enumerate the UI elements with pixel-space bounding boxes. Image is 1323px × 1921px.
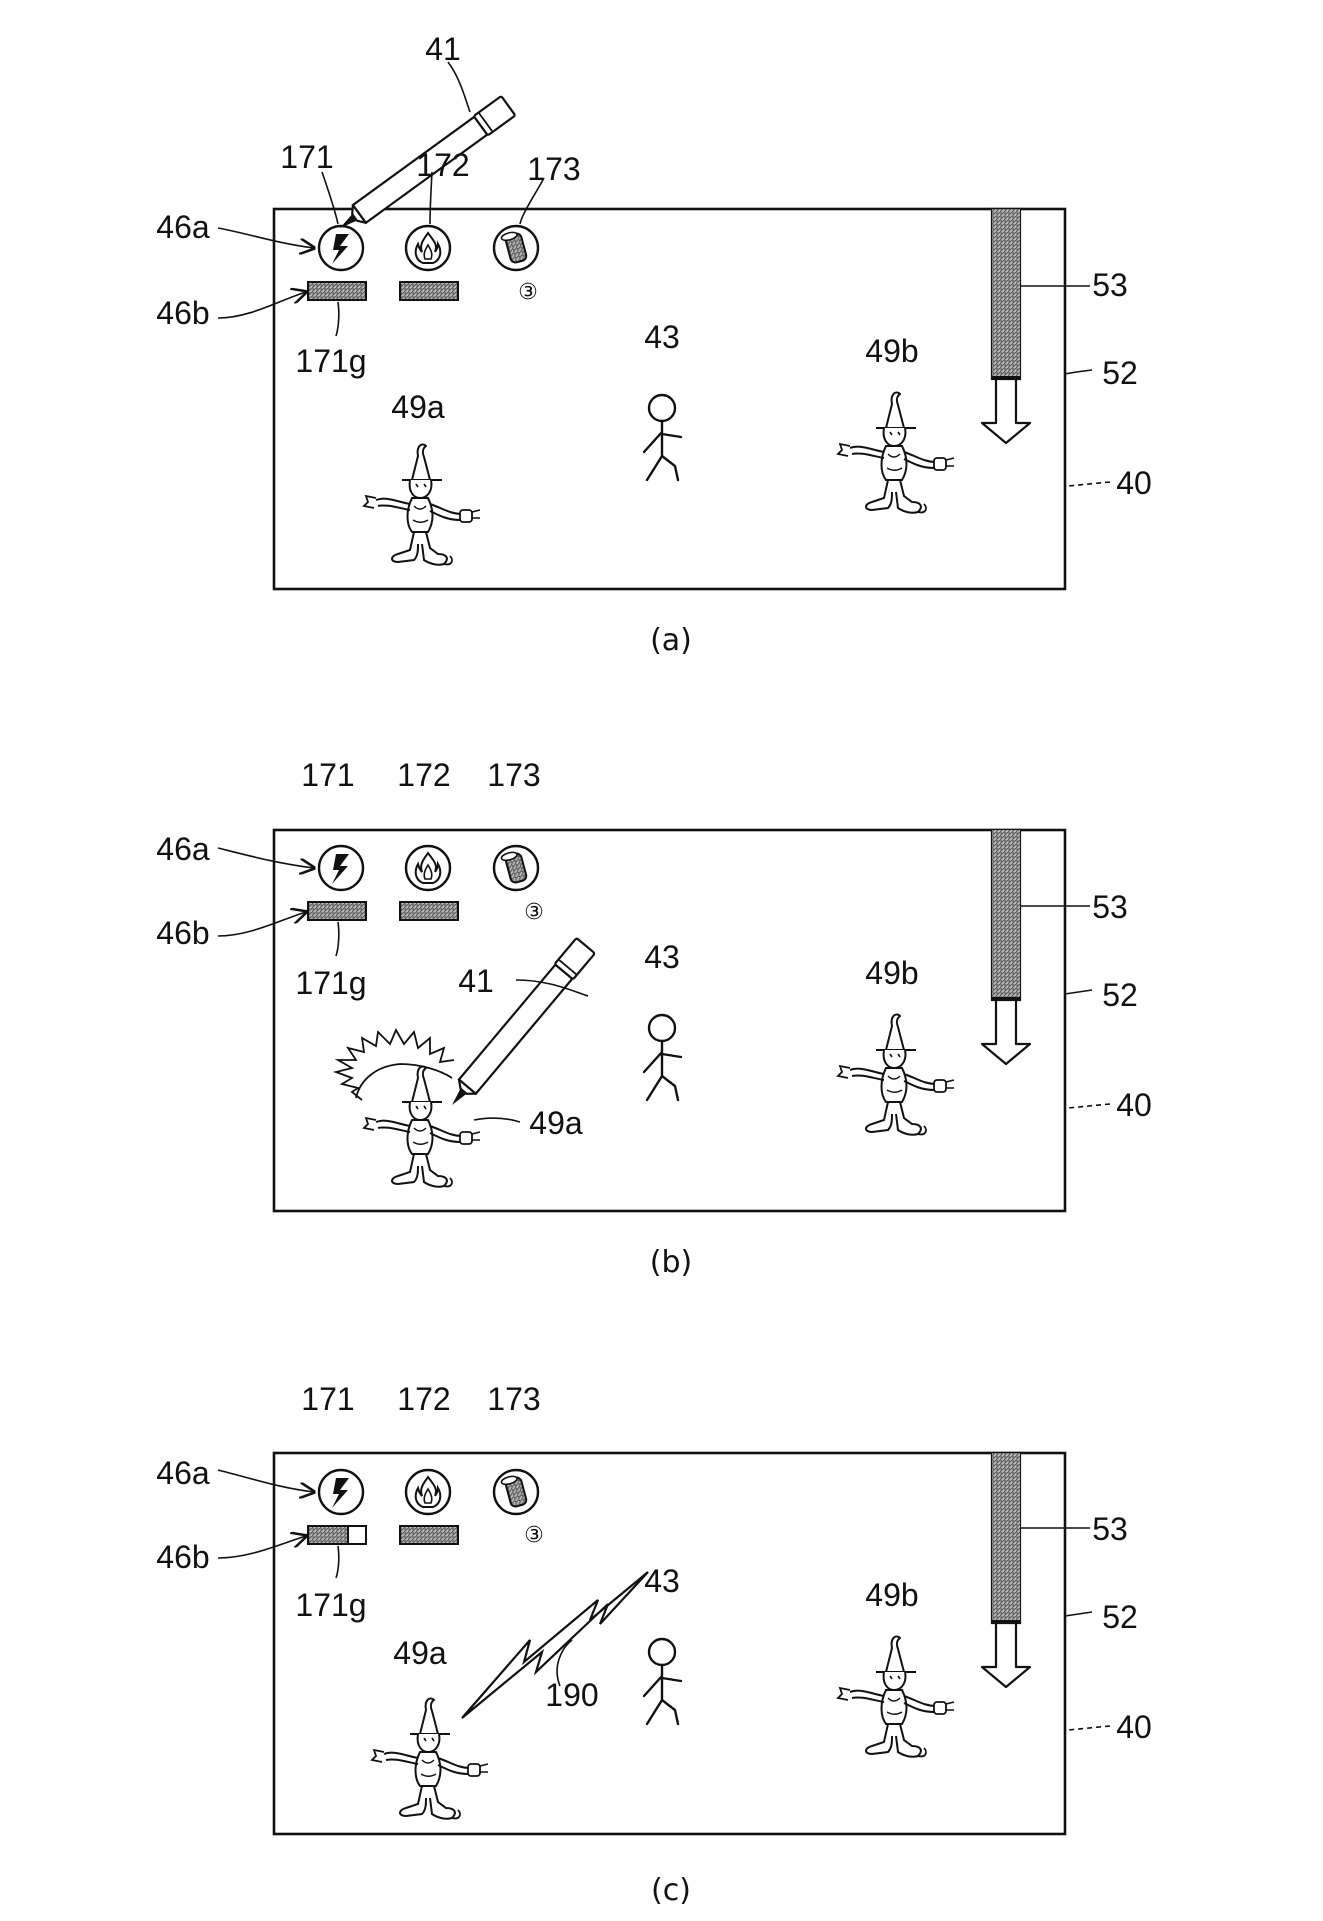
panel-b: ③ 171 172 173 46a 46b 171g 41 43	[156, 757, 1151, 1280]
game-screen-40	[272, 828, 1067, 1213]
panel-c: ③ 171 172 173 46a 46b 171g 49a 43 190 49…	[156, 1381, 1151, 1908]
label-40: 40	[1116, 1709, 1152, 1745]
panel-a: ③ 41 171 172 173 46a 46b	[156, 31, 1151, 658]
label-46b: 46b	[156, 295, 209, 331]
item-count: ③	[524, 1522, 544, 1547]
player-character	[642, 1637, 683, 1726]
label-171g: 171g	[295, 343, 366, 379]
label-49a: 49a	[393, 1635, 447, 1671]
impact-burst-icon	[332, 1027, 455, 1101]
label-172: 172	[397, 1381, 450, 1417]
item-count: ③	[518, 279, 538, 304]
label-43: 43	[644, 1563, 680, 1599]
gauge-172	[399, 901, 459, 921]
label-171: 171	[301, 1381, 354, 1417]
caption-a: (a)	[650, 623, 692, 658]
label-pen-41: 41	[425, 31, 461, 67]
label-171g: 171g	[295, 1587, 366, 1623]
meter-fill-53	[992, 209, 1020, 377]
label-49b: 49b	[865, 1577, 918, 1613]
fire-icon[interactable]	[404, 1468, 452, 1516]
label-49b: 49b	[865, 333, 918, 369]
label-46a: 46a	[156, 831, 210, 867]
gauge-171g-fill	[307, 1525, 349, 1545]
label-40: 40	[1116, 1087, 1152, 1123]
enemy-49b[interactable]	[837, 1013, 955, 1136]
canister-icon[interactable]	[492, 844, 540, 892]
lightning-bolt-190	[461, 1571, 649, 1719]
label-pen-41: 41	[458, 963, 494, 999]
label-173: 173	[487, 1381, 540, 1417]
game-screen-40	[272, 1451, 1067, 1836]
gauge-171g	[307, 901, 367, 921]
label-49a: 49a	[391, 389, 445, 425]
lightning-icon[interactable]	[317, 844, 365, 892]
enemy-49a[interactable]	[363, 443, 481, 566]
meter-fill-53	[992, 830, 1020, 998]
label-52: 52	[1102, 1599, 1138, 1635]
label-52: 52	[1102, 355, 1138, 391]
label-171: 171	[301, 757, 354, 793]
player-character	[642, 1013, 683, 1102]
label-46b: 46b	[156, 1539, 209, 1575]
label-49a: 49a	[529, 1105, 583, 1141]
down-arrow-icon	[980, 998, 1032, 1066]
label-52: 52	[1102, 977, 1138, 1013]
enemy-49b[interactable]	[837, 391, 955, 514]
lightning-icon[interactable]	[317, 1468, 365, 1516]
label-173: 173	[527, 151, 580, 187]
fire-icon[interactable]	[404, 224, 452, 272]
label-172: 172	[397, 757, 450, 793]
label-46a: 46a	[156, 1455, 210, 1491]
down-arrow-icon	[980, 377, 1032, 445]
canister-icon[interactable]	[492, 224, 540, 272]
label-49b: 49b	[865, 955, 918, 991]
player-character	[642, 393, 683, 482]
gauge-171g	[307, 281, 367, 301]
label-46b: 46b	[156, 915, 209, 951]
enemy-49a[interactable]	[371, 1697, 489, 1820]
label-53: 53	[1092, 889, 1128, 925]
game-screen-40	[272, 207, 1067, 591]
label-173: 173	[487, 757, 540, 793]
label-171: 171	[280, 139, 333, 175]
label-190: 190	[545, 1677, 598, 1713]
gauge-172	[399, 1525, 459, 1545]
fire-icon[interactable]	[404, 844, 452, 892]
item-count: ③	[524, 899, 544, 924]
meter-fill-53	[992, 1453, 1020, 1621]
label-171g: 171g	[295, 965, 366, 1001]
label-43: 43	[644, 939, 680, 975]
gauge-172	[399, 281, 459, 301]
label-172: 172	[416, 147, 469, 183]
label-46a: 46a	[156, 209, 210, 245]
enemy-49b[interactable]	[837, 1635, 955, 1758]
label-40: 40	[1116, 465, 1152, 501]
label-53: 53	[1092, 1511, 1128, 1547]
canister-icon[interactable]	[492, 1468, 540, 1516]
caption-c: (c)	[651, 1873, 691, 1908]
label-43: 43	[644, 319, 680, 355]
lightning-icon[interactable]	[317, 224, 365, 272]
caption-b: (b)	[650, 1245, 692, 1280]
label-53: 53	[1092, 267, 1128, 303]
down-arrow-icon	[980, 1621, 1032, 1689]
